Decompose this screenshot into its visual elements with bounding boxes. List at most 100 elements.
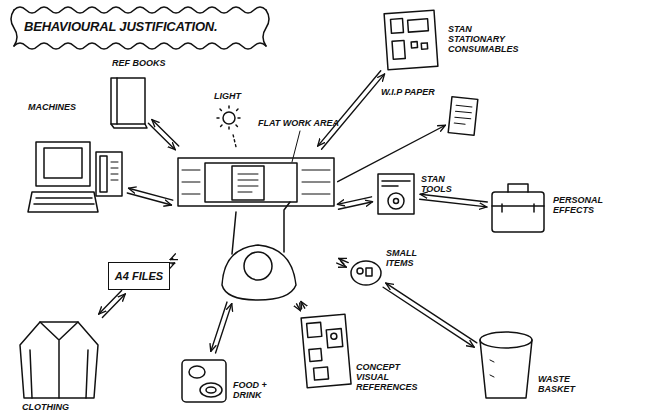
coat-collar [30, 322, 88, 398]
item-label: CONCEPT VISUAL REFERENCES [356, 362, 430, 392]
basket-ribs [490, 360, 494, 377]
flow-arrow [420, 194, 488, 207]
stationery-tray [384, 10, 438, 69]
book-spine [111, 78, 147, 128]
arrow-line [127, 193, 171, 205]
small-items: SMALL ITEMS [350, 260, 382, 286]
paper-item: W.I.P PAPER [448, 95, 478, 137]
concept-sketch [326, 329, 343, 348]
concept-sketch [314, 367, 329, 380]
arrow-line [297, 304, 301, 311]
arrow-line [102, 294, 125, 318]
arrow-line [148, 123, 175, 150]
item-label: FOOD + DRINK [233, 380, 281, 400]
item-label: STAN TOOLS [421, 174, 463, 194]
flow-arrow [99, 290, 125, 317]
monitor-screen [44, 148, 82, 178]
clothing-icon [20, 322, 98, 398]
monitor [36, 142, 90, 186]
light-item: LIGHT [214, 104, 244, 132]
clothing-item: CLOTHING [18, 318, 100, 400]
food-item: FOOD + DRINK [180, 355, 228, 405]
concept-item: CONCEPT VISUAL REFERENCES [300, 312, 352, 390]
work-area: FLAT WORK AREA [175, 150, 335, 300]
machines-icon [28, 142, 122, 212]
item-label: A4 FILES [109, 263, 169, 289]
basket-rim [480, 332, 532, 348]
arrow-line [152, 120, 179, 147]
arrow-line [386, 283, 477, 343]
briefcase-handle [508, 184, 528, 192]
stationery-item: STAN STATIONARY CONSUMABLES [383, 8, 438, 70]
banner-end [263, 10, 269, 46]
stationery-item [391, 19, 404, 34]
arrow-line [170, 258, 173, 259]
light-icon [217, 106, 241, 130]
food-tray [182, 360, 226, 402]
arrow-line [383, 287, 474, 347]
keyboard [28, 192, 98, 212]
desk-illustration [178, 131, 334, 206]
waste-item: WASTE BASKET [478, 328, 534, 402]
item-label: W.I.P PAPER [381, 87, 447, 97]
flow-arrow [233, 135, 236, 147]
item-label: LIGHT [214, 91, 254, 101]
item-label: SMALL ITEMS [386, 248, 436, 268]
stationery-icon [384, 10, 438, 69]
paper-sheet [232, 166, 264, 200]
flow-arrow [338, 125, 446, 181]
item-label: WASTE BASKET [538, 374, 592, 394]
briefcase-icon [492, 184, 544, 232]
concept-sketch [307, 322, 322, 337]
person-head [244, 252, 272, 280]
book-cover [111, 78, 145, 124]
flow-arrow [211, 302, 232, 353]
arrow-line [338, 125, 446, 181]
book-icon [111, 78, 147, 128]
desk-inner [205, 163, 297, 202]
arrow-line [233, 135, 236, 147]
briefcase-clasp [492, 204, 544, 212]
item-label: CLOTHING [22, 402, 92, 412]
waste-basket-icon [480, 332, 532, 398]
food-plate-inner [206, 387, 216, 393]
flow-arrow [297, 301, 305, 310]
paper-lines [238, 174, 258, 192]
machines-item: MACHINES [30, 138, 125, 216]
drink-cup [189, 366, 205, 378]
item-label: STAN STATIONARY CONSUMABLES [448, 24, 528, 54]
personal-item: PERSONAL EFFECTS [490, 180, 546, 236]
flow-arrow [383, 283, 477, 347]
arrow-line [172, 263, 175, 264]
tools-tape [388, 193, 404, 209]
stationery-item [411, 42, 417, 48]
tools-tray [378, 174, 414, 214]
flow-arrow [337, 197, 372, 209]
arrow-line [420, 194, 487, 202]
phone-handset [100, 156, 107, 192]
paper-lines [454, 105, 472, 125]
flow-arrow [148, 120, 178, 150]
tools-icon [378, 174, 414, 214]
stationery-item [392, 40, 405, 59]
light-bulb [223, 112, 235, 124]
arrow-line [337, 263, 346, 267]
item-label: REF BOOKS [112, 58, 174, 68]
arrow-line [211, 302, 227, 351]
phone [96, 152, 122, 196]
stationery-item [421, 43, 427, 49]
paper-icon [448, 97, 478, 136]
flow-arrow [318, 71, 385, 150]
diagram-title: BEHAVIOURAL JUSTIFICATION. [24, 19, 264, 34]
desk-top [178, 158, 334, 206]
arrow-line [322, 74, 385, 149]
concept-sketch [309, 348, 322, 361]
files-box: A4 FILES [108, 262, 170, 290]
tools-item: STAN TOOLS [375, 170, 417, 218]
small-items-icon [351, 261, 381, 285]
item-label: MACHINES [28, 102, 98, 112]
paper-page [448, 97, 478, 136]
person-topview [222, 202, 296, 300]
